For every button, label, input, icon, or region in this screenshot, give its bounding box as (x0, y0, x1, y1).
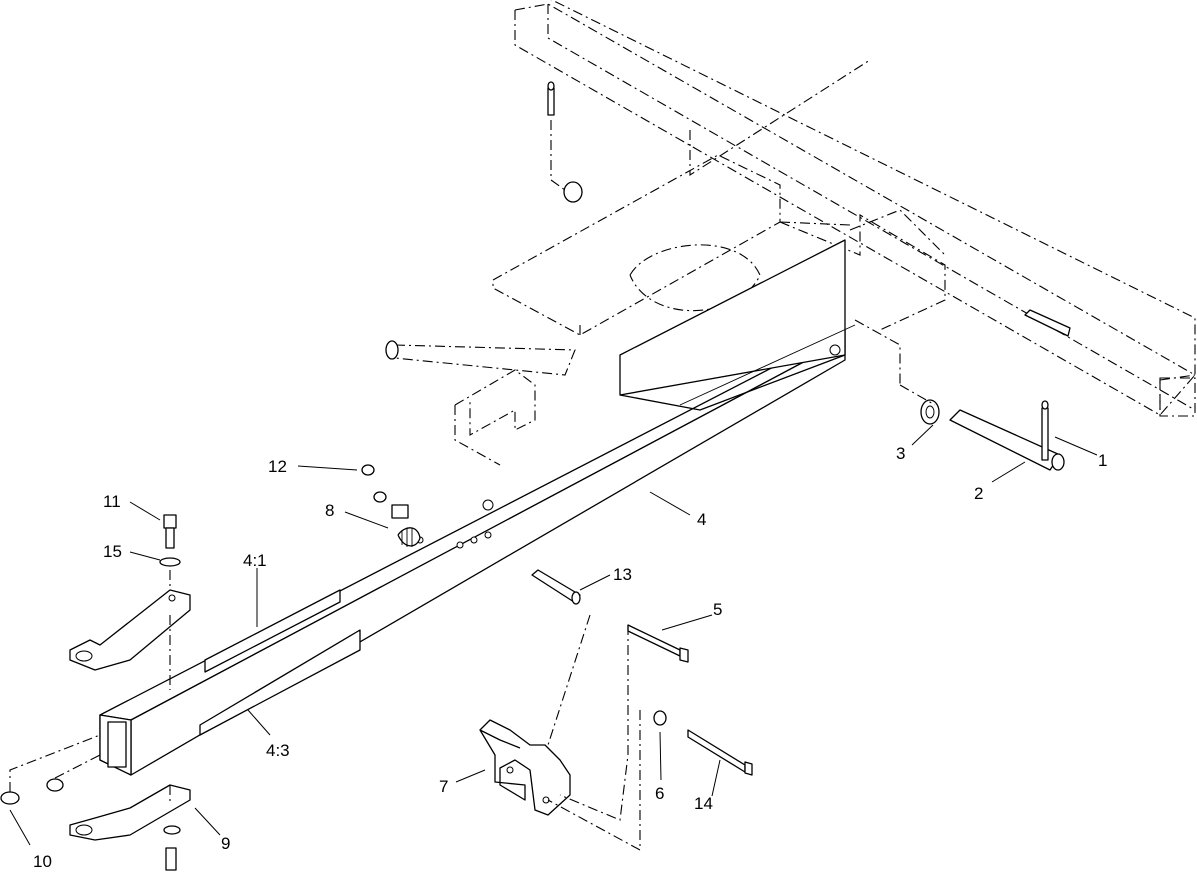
pin-2 (1024, 309, 1071, 337)
pin-13 (531, 569, 581, 605)
callout-4: 4 (697, 510, 706, 529)
callout-13: 13 (613, 565, 632, 584)
washer-15 (159, 557, 181, 567)
callout-15: 15 (103, 542, 122, 561)
cotter-pin-1 (1041, 400, 1049, 461)
cotter-pin-upper (547, 81, 583, 203)
bolt-14 (687, 729, 753, 776)
rear-cross-tube (514, 0, 1196, 417)
callout-1: 1 (1098, 451, 1107, 470)
callout-9: 9 (221, 834, 230, 853)
washer-3 (920, 399, 940, 425)
nut-12 (361, 464, 409, 519)
bolt-lower (163, 825, 181, 871)
bolt-11 (163, 514, 177, 549)
upper-bracket (454, 369, 536, 466)
callout-8: 8 (325, 501, 334, 520)
pin-2-body (949, 409, 1065, 471)
callout-10: 10 (33, 852, 52, 871)
upper-link-plate (69, 589, 191, 671)
lower-link-plate (69, 784, 191, 841)
callout-4-1: 4:1 (243, 551, 267, 570)
mounting-plate (492, 154, 946, 385)
callouts: 1 2 3 4 4:1 4:3 5 6 7 8 9 10 11 12 13 14… (33, 444, 1107, 871)
callout-5: 5 (713, 600, 722, 619)
callout-12: 12 (268, 457, 287, 476)
hitch-tube (99, 239, 856, 776)
spring-8 (397, 527, 421, 547)
leader-lines (9, 424, 1098, 846)
spacer-6 (653, 710, 667, 726)
callout-4-3: 4:3 (266, 741, 290, 760)
callout-14: 14 (694, 794, 713, 813)
callout-2: 2 (974, 484, 983, 503)
bracket-7 (479, 719, 571, 816)
handle-rod (385, 340, 576, 376)
callout-3: 3 (896, 444, 905, 463)
callout-7: 7 (439, 777, 448, 796)
callout-6: 6 (655, 784, 664, 803)
bolt-5 (627, 624, 689, 663)
callout-11: 11 (103, 492, 121, 511)
